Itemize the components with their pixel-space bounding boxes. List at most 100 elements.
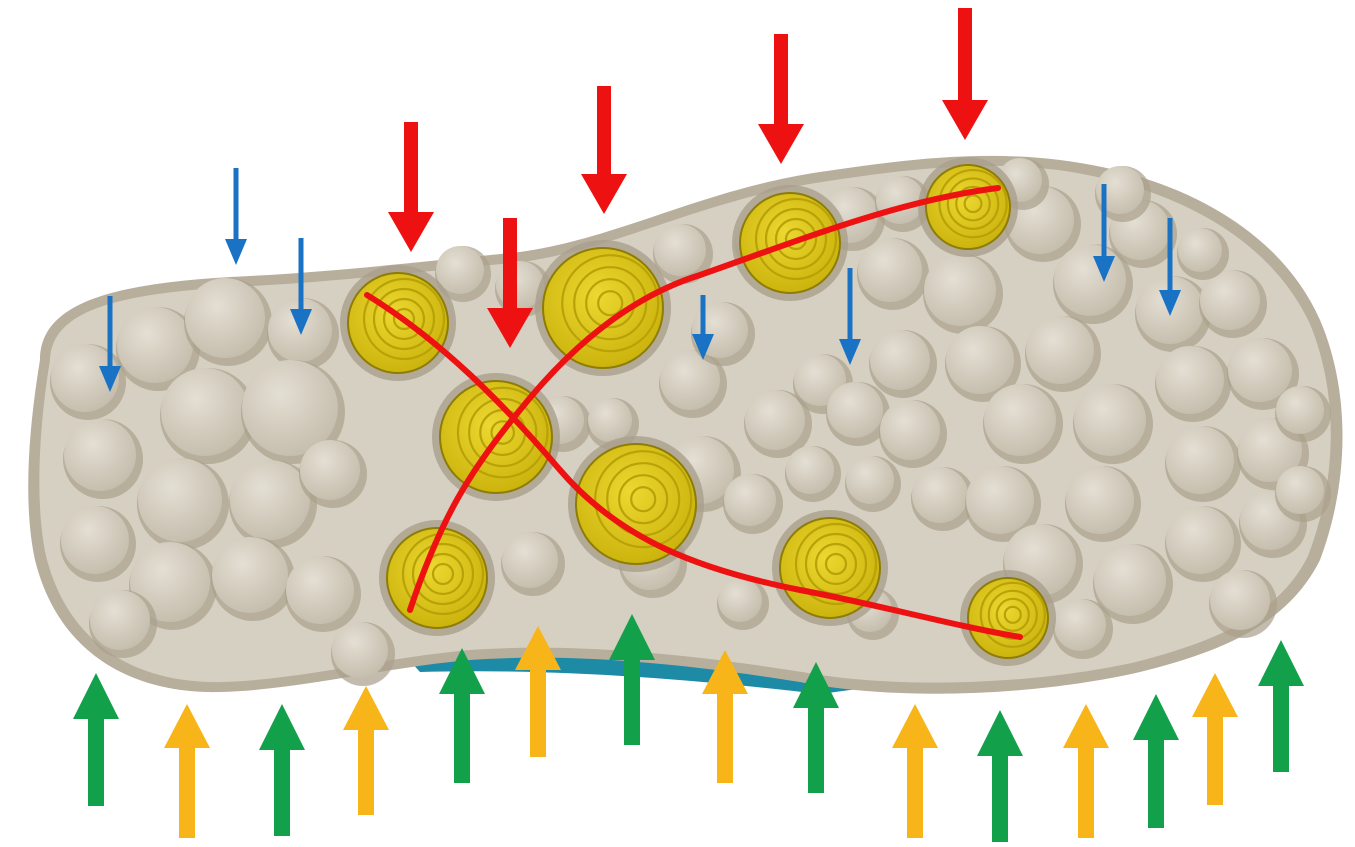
lug-face [984, 384, 1056, 456]
traction-pod [960, 570, 1056, 666]
orange-up-arrow [1063, 704, 1109, 838]
orange-up-arrow [1192, 673, 1238, 805]
lug-face [846, 456, 894, 504]
arrow-shaft [1148, 740, 1164, 828]
lug-face [161, 368, 249, 456]
traction-pod [340, 265, 456, 381]
lug-face [654, 224, 706, 276]
red-down-arrow [581, 86, 627, 214]
lug-face [1228, 338, 1292, 402]
arrow-head [259, 704, 305, 750]
arrow-shaft [299, 238, 304, 309]
arrow-shaft [358, 730, 374, 815]
tread-lug [89, 590, 157, 658]
tread-lug [184, 278, 272, 366]
orange-up-arrow [892, 704, 938, 838]
tread-lug [717, 578, 769, 630]
lug-face [212, 537, 288, 613]
lug-face [1026, 316, 1094, 384]
lug-face [786, 446, 834, 494]
arrow-head [1258, 640, 1304, 686]
lug-face [1066, 466, 1134, 534]
arrow-shaft [1102, 184, 1107, 256]
lug-face [724, 474, 776, 526]
tread-lug [63, 419, 143, 499]
lug-face [870, 330, 930, 390]
tread-lug [1135, 276, 1211, 352]
arrow-shaft [717, 694, 733, 783]
arrow-shaft [530, 670, 546, 757]
arrow-shaft [1273, 686, 1289, 772]
arrow-shaft [503, 218, 517, 308]
arrow-shaft [108, 296, 113, 366]
arrow-shaft [624, 660, 640, 745]
tread-lug [137, 458, 229, 550]
tread-lug [845, 456, 901, 512]
arrow-head [892, 704, 938, 748]
tread-lug [211, 537, 295, 621]
green-up-arrow [259, 704, 305, 836]
lug-face [1166, 426, 1234, 494]
traction-pod [772, 510, 888, 626]
tread-lug [1177, 228, 1229, 280]
green-up-arrow [1133, 694, 1179, 828]
arrow-head [164, 704, 210, 748]
arrow-shaft [179, 748, 195, 838]
lug-face [185, 278, 265, 358]
orange-up-arrow [343, 686, 389, 815]
lug-face [880, 400, 940, 460]
tread-lug [1209, 570, 1277, 638]
tread-lug [785, 446, 841, 502]
arrow-shaft [992, 756, 1008, 842]
lug-face [138, 458, 222, 542]
arrow-head [581, 174, 627, 214]
arrow-shaft [454, 694, 470, 783]
tread-lug [1025, 316, 1101, 392]
tread-lug [50, 344, 126, 420]
tread-lug [1199, 270, 1267, 338]
arrow-head [343, 686, 389, 730]
red-down-arrow [942, 8, 988, 140]
lug-face [912, 467, 968, 523]
tread-lug [285, 556, 361, 632]
tread-lug [1053, 599, 1113, 659]
arrow-head [1063, 704, 1109, 748]
lug-face [858, 238, 922, 302]
traction-pod [918, 157, 1018, 257]
lug-face [502, 532, 558, 588]
tread-lug [1165, 426, 1241, 502]
arrow-head [758, 124, 804, 164]
arrow-shaft [907, 748, 923, 838]
lug-face [1210, 570, 1270, 630]
arrow-shaft [404, 122, 418, 212]
red-down-arrow [758, 34, 804, 164]
arrow-shaft [848, 268, 853, 339]
lug-face [1054, 599, 1106, 651]
traction-pod [535, 240, 671, 376]
arrow-head [388, 212, 434, 252]
tread-lug [1165, 506, 1241, 582]
tread-lug [723, 474, 783, 534]
lug-face [1166, 506, 1234, 574]
arrow-head [1133, 694, 1179, 740]
red-down-arrow [388, 122, 434, 252]
arrow-head [73, 673, 119, 719]
tread-lug [1065, 466, 1141, 542]
lug-face [588, 398, 632, 442]
lug-face [300, 440, 360, 500]
tread-lug [1073, 384, 1153, 464]
lug-face [924, 254, 996, 326]
green-up-arrow [73, 673, 119, 806]
tread-lug [1155, 346, 1231, 422]
tread-lug [1275, 386, 1331, 442]
green-up-arrow [977, 710, 1023, 842]
lug-face [90, 590, 150, 650]
tread-lug [983, 384, 1063, 464]
tread-lug [299, 440, 367, 508]
lug-face [718, 578, 762, 622]
lug-face [230, 460, 310, 540]
traction-pod [568, 436, 704, 572]
tread-lug [923, 254, 1003, 334]
lug-face [1178, 228, 1222, 272]
arrow-shaft [774, 34, 788, 124]
